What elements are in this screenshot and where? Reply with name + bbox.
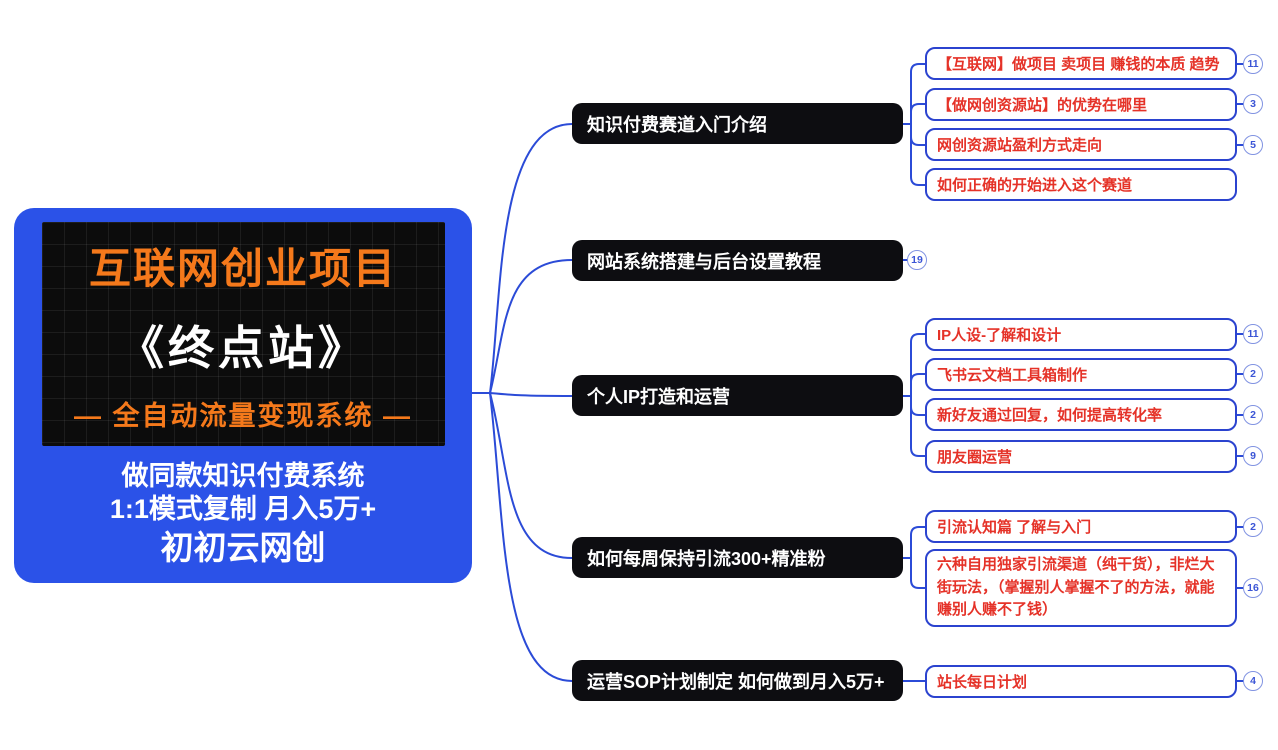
child-node[interactable]: 新好友通过回复，如何提高转化率 xyxy=(925,398,1237,431)
branch-node-traffic[interactable]: 如何每周保持引流300+精准粉 xyxy=(572,537,903,578)
child-node[interactable]: 引流认知篇 了解与入门 xyxy=(925,510,1237,543)
root-sub-line2: 1:1模式复制 月入5万+ xyxy=(109,493,377,524)
badge-count[interactable]: 2 xyxy=(1243,405,1263,425)
badge-count[interactable]: 3 xyxy=(1243,94,1263,114)
branch-label: 个人IP打造和运营 xyxy=(587,386,731,407)
badge-count[interactable]: 2 xyxy=(1243,364,1263,384)
banner-title: 互联网创业项目 xyxy=(88,245,397,292)
branch-label: 网站系统搭建与后台设置教程 xyxy=(587,251,821,272)
child-label: 朋友圈运营 xyxy=(937,449,1013,466)
branch-label: 运营SOP计划制定 如何做到月入5万+ xyxy=(587,671,885,692)
branch-node-website-setup[interactable]: 网站系统搭建与后台设置教程 xyxy=(572,240,903,281)
banner-subtitle: 《终点站》 xyxy=(118,322,368,374)
banner-tagline: — 全自动流量变现系统 — xyxy=(73,401,412,431)
root-description: 做同款知识付费系统 1:1模式复制 月入5万+ 初初云网创 xyxy=(110,460,376,568)
child-node[interactable]: 六种自用独家引流渠道（纯干货），非烂大街玩法，（掌握别人掌握不了的方法，就能赚别… xyxy=(925,549,1237,627)
child-node[interactable]: IP人设-了解和设计 xyxy=(925,318,1237,351)
child-label: 网创资源站盈利方式走向 xyxy=(937,137,1103,154)
child-node[interactable]: 朋友圈运营 xyxy=(925,440,1237,473)
child-label: 引流认知篇 了解与入门 xyxy=(937,519,1092,536)
branch-node-intro[interactable]: 知识付费赛道入门介绍 xyxy=(572,103,903,144)
branch-label: 如何每周保持引流300+精准粉 xyxy=(587,548,826,569)
child-node[interactable]: 站长每日计划 xyxy=(925,665,1237,698)
root-sub-line1: 做同款知识付费系统 xyxy=(121,461,365,491)
child-node[interactable]: 【互联网】做项目 卖项目 赚钱的本质 趋势 xyxy=(925,47,1237,80)
badge-count[interactable]: 11 xyxy=(1243,324,1263,344)
child-node[interactable]: 飞书云文档工具箱制作 xyxy=(925,358,1237,391)
root-banner: 互联网创业项目 《终点站》 — 全自动流量变现系统 — xyxy=(41,222,445,446)
child-label: IP人设-了解和设计 xyxy=(937,327,1062,344)
branch-node-sop[interactable]: 运营SOP计划制定 如何做到月入5万+ xyxy=(572,660,903,701)
root-sub-line3: 初初云网创 xyxy=(160,528,326,566)
child-label: 如何正确的开始进入这个赛道 xyxy=(937,177,1133,194)
badge-count[interactable]: 5 xyxy=(1243,135,1263,155)
badge-count[interactable]: 16 xyxy=(1243,578,1263,598)
child-label: 【互联网】做项目 卖项目 赚钱的本质 趋势 xyxy=(937,56,1220,73)
child-label: 六种自用独家引流渠道（纯干货），非烂大街玩法，（掌握别人掌握不了的方法，就能赚别… xyxy=(937,556,1215,619)
child-node[interactable]: 【做网创资源站】的优势在哪里 xyxy=(925,88,1237,121)
badge-count[interactable]: 4 xyxy=(1243,671,1263,691)
child-node[interactable]: 网创资源站盈利方式走向 xyxy=(925,128,1237,161)
child-node[interactable]: 如何正确的开始进入这个赛道 xyxy=(925,168,1237,201)
child-label: 【做网创资源站】的优势在哪里 xyxy=(937,97,1148,114)
root-node[interactable]: 互联网创业项目 《终点站》 — 全自动流量变现系统 — 做同款知识付费系统 1:… xyxy=(14,208,472,583)
child-label: 站长每日计划 xyxy=(937,674,1028,691)
badge-count[interactable]: 11 xyxy=(1243,54,1263,74)
branch-label: 知识付费赛道入门介绍 xyxy=(587,114,767,135)
badge-count[interactable]: 2 xyxy=(1243,517,1263,537)
badge-count[interactable]: 9 xyxy=(1243,446,1263,466)
child-label: 新好友通过回复，如何提高转化率 xyxy=(937,407,1163,424)
branch-node-personal-ip[interactable]: 个人IP打造和运营 xyxy=(572,375,903,416)
badge-count[interactable]: 19 xyxy=(907,250,927,270)
child-label: 飞书云文档工具箱制作 xyxy=(937,367,1088,384)
